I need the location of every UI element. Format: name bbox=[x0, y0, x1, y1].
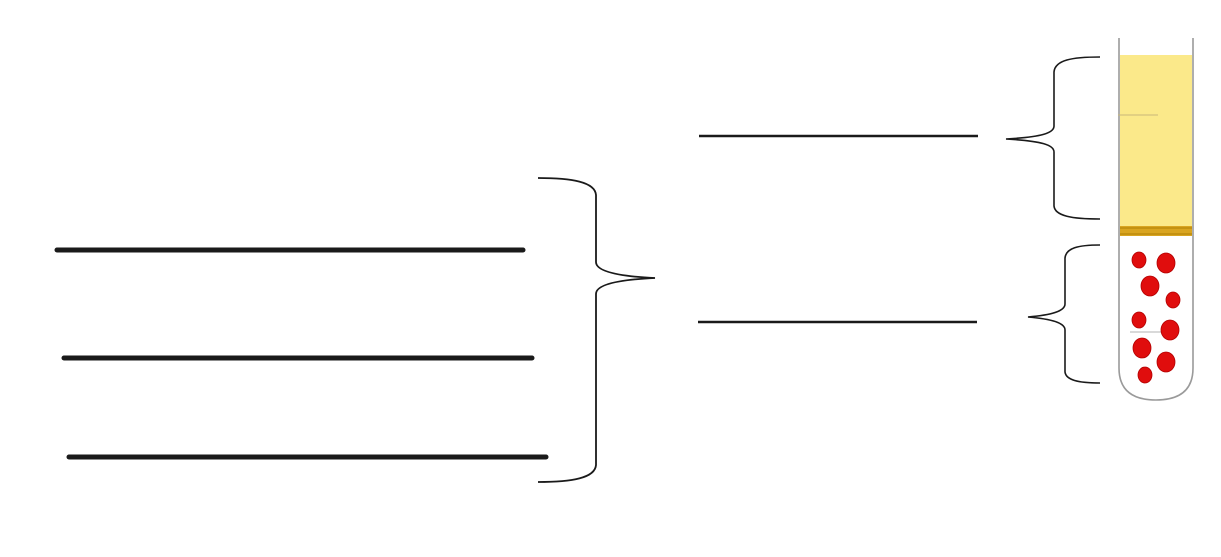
red-blood-cell bbox=[1137, 366, 1153, 384]
cells-curly-brace bbox=[1027, 244, 1101, 384]
red-blood-cell bbox=[1140, 275, 1160, 297]
red-blood-cell bbox=[1132, 337, 1152, 359]
red-blood-cell bbox=[1131, 311, 1147, 329]
red-blood-cell bbox=[1131, 251, 1147, 269]
red-blood-cell bbox=[1156, 252, 1176, 274]
plasma-curly-brace bbox=[1005, 56, 1101, 220]
left-answer-blanks bbox=[54, 247, 549, 460]
red-blood-cell bbox=[1160, 319, 1180, 341]
large-curly-brace bbox=[537, 177, 656, 483]
red-blood-cell bbox=[1156, 351, 1176, 373]
buffy-coat-layer bbox=[1120, 226, 1192, 236]
red-blood-cells bbox=[1131, 251, 1181, 384]
plasma-layer bbox=[1120, 55, 1192, 226]
test-tube bbox=[1118, 38, 1194, 401]
right-answer-blanks bbox=[698, 134, 978, 324]
red-blood-cell bbox=[1165, 291, 1181, 309]
